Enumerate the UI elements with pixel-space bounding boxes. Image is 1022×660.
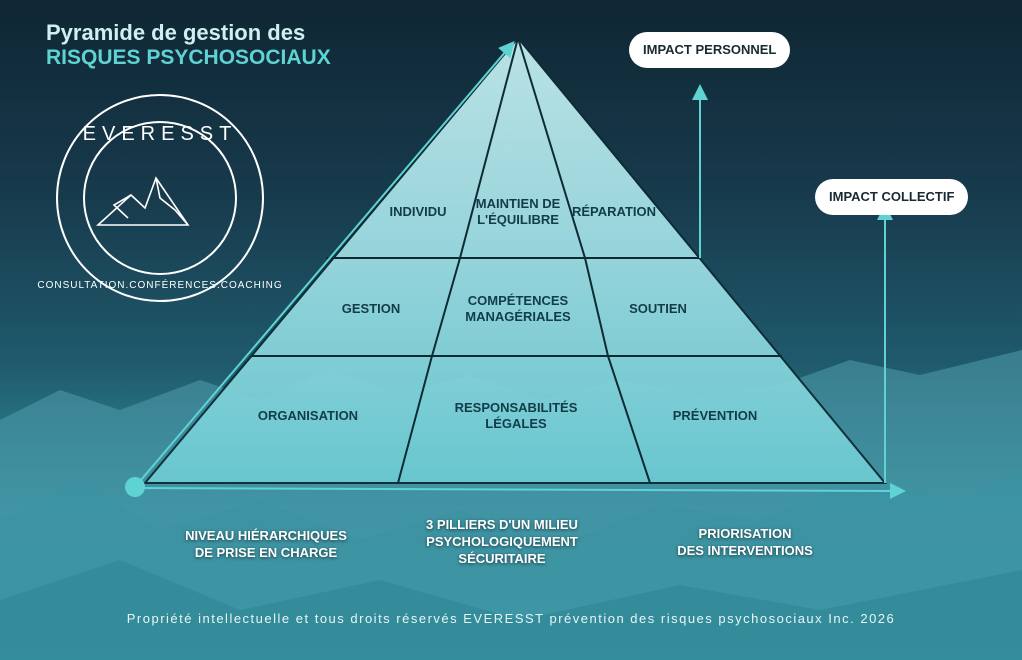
axis-label-right-line: PRIORISATION <box>698 526 792 541</box>
cell-responsabilites: Responsabilités légales <box>454 400 578 431</box>
cell-maintien: Maintien de l'équilibre <box>475 196 561 227</box>
axis-label-right-line: DES INTERVENTIONS <box>677 543 813 558</box>
axis-label-center-line: SÉCURITAIRE <box>458 551 546 566</box>
cell-reparation: Réparation <box>571 204 657 219</box>
axis-label-center: 3 PILLIERS D'UN MILIEU PSYCHOLOGIQUEMENT… <box>426 516 578 567</box>
impact-personnel-badge: IMPACT PERSONNEL <box>629 32 791 68</box>
axis-label-center-line: 3 PILLIERS D'UN MILIEU <box>426 517 578 532</box>
axis-label-right: PRIORISATION DES INTERVENTIONS <box>677 525 813 559</box>
axis-label-left-line: NIVEAU HIÉRARCHIQUES <box>185 528 347 543</box>
svg-text:CONSULTATION.CONFÉRENCES.COACH: CONSULTATION.CONFÉRENCES.COACHING <box>37 278 282 291</box>
cell-gestion: Gestion <box>341 301 401 316</box>
pyramid <box>142 36 888 484</box>
impact-collectif-badge: IMPACT COLLECTIF <box>815 179 969 215</box>
footer-copyright: Propriété intellectuelle et tous droits … <box>126 611 896 626</box>
axis-label-center-line: PSYCHOLOGIQUEMENT <box>426 534 578 549</box>
everesst-logo: EVERESST CONSULTATION.CONFÉRENCES.COACHI… <box>37 94 282 302</box>
cell-prevention: Prévention <box>672 408 758 423</box>
cell-organisation: Organisation <box>257 408 359 423</box>
cell-competences: Compétences managériales <box>465 293 571 324</box>
cell-individu: Individu <box>389 204 447 219</box>
axis-label-left: NIVEAU HIÉRARCHIQUES DE PRISE EN CHARGE <box>185 527 347 561</box>
horizontal-arrow <box>134 482 906 499</box>
title-line-1: Pyramide de gestion des <box>46 20 306 45</box>
axis-label-left-line: DE PRISE EN CHARGE <box>194 545 338 560</box>
svg-text:EVERESST: EVERESST <box>83 123 238 145</box>
cell-soutien: Soutien <box>629 301 687 316</box>
origin-dot <box>125 477 145 497</box>
diagonal-arrow <box>134 40 515 488</box>
title-line-2: RISQUES PSYCHOSOCIAUX <box>46 46 331 69</box>
